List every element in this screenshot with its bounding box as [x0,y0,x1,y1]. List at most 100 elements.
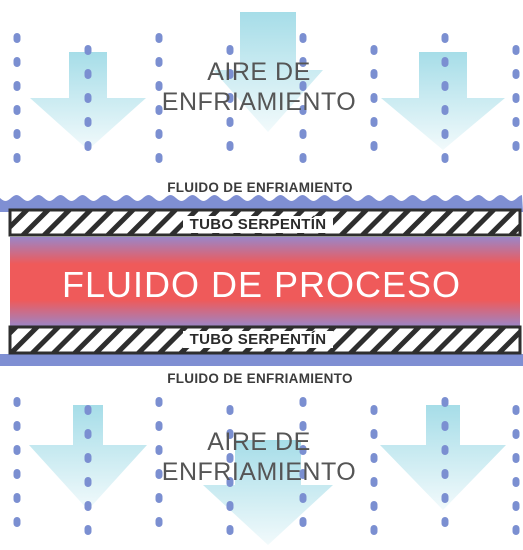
cooling-fluid-band [0,354,523,366]
air-drop [226,501,234,511]
air-drop [441,105,449,115]
process-fluid-label: FLUIDO DE PROCESO [61,264,462,305]
air-drop [512,45,520,55]
air-drop [512,477,520,487]
air-label-top-line2: ENFRIAMIENTO [161,88,357,116]
air-drop [441,493,449,503]
air-drop [155,469,163,479]
air-drop [441,469,449,479]
air-drop [155,33,163,43]
air-drop [13,397,21,407]
air-drop [441,57,449,67]
air-drop [84,429,92,439]
air-drop [13,421,21,431]
air-drop [512,429,520,439]
air-drop [13,469,21,479]
air-drop [13,129,21,139]
air-drop [226,117,234,127]
air-drop [13,153,21,163]
air-drop [226,477,234,487]
air-label-bottom-line1: AIRE DE [207,428,311,456]
air-drop [441,517,449,527]
process-fluid-band [10,237,520,327]
air-drop [155,153,163,163]
air-drops [13,33,520,535]
air-drop [512,69,520,79]
air-drop [226,453,234,463]
air-drop [299,105,307,115]
air-label-bottom: AIRE DE ENFRIAMIENTO [141,427,377,487]
air-drop [299,129,307,139]
air-drop [370,93,378,103]
air-drop [13,57,21,67]
air-drop [299,33,307,43]
air-drop [226,405,234,415]
air-drop [155,493,163,503]
air-drop [370,117,378,127]
air-drop [155,57,163,67]
cooling-fluid-label-top: FLUIDO DE ENFRIAMIENTO [167,180,353,195]
air-drop [84,117,92,127]
air-arrow [213,12,323,132]
air-drop [299,517,307,527]
air-drop [512,501,520,511]
air-drop [84,477,92,487]
air-drop [155,129,163,139]
air-drop [226,69,234,79]
air-drop [512,141,520,151]
air-drop [512,93,520,103]
tube-label-bottom: TUBO SERPENTÍN [183,331,333,348]
air-drop [13,105,21,115]
air-drop [441,33,449,43]
air-drop [84,405,92,415]
air-drop [226,45,234,55]
air-drop [370,477,378,487]
air-drop [370,453,378,463]
air-drop [370,501,378,511]
air-drop [155,421,163,431]
air-drop [226,93,234,103]
air-drop [299,153,307,163]
air-label-top: AIRE DE ENFRIAMIENTO [141,57,377,117]
air-drop [299,445,307,455]
air-drop [84,501,92,511]
tube-label-top: TUBO SERPENTÍN [183,216,333,233]
air-drop [370,69,378,79]
air-drop [299,469,307,479]
air-drop [84,453,92,463]
air-drop [13,33,21,43]
air-arrow [380,405,506,510]
air-drop [512,525,520,535]
air-drop [512,405,520,415]
cooling-fluid-label-bottom: FLUIDO DE ENFRIAMIENTO [167,371,353,386]
air-drop [370,525,378,535]
air-drop [441,129,449,139]
air-label-top-line1: AIRE DE [207,58,311,86]
air-drop [13,517,21,527]
air-drop [299,57,307,67]
air-drop [155,397,163,407]
air-drop [155,445,163,455]
air-drop [13,445,21,455]
air-drop [13,493,21,503]
air-drop [84,525,92,535]
air-drop [370,429,378,439]
air-drop [84,69,92,79]
air-drop [155,517,163,527]
air-drop [84,93,92,103]
air-arrow [203,440,333,545]
air-drop [441,81,449,91]
cooling-fluid-wave [0,195,523,212]
air-drop [155,105,163,115]
air-drop [299,397,307,407]
air-arrow [381,52,505,150]
air-drop [370,141,378,151]
air-drop [441,153,449,163]
air-drop [226,141,234,151]
air-drop [441,397,449,407]
air-drop [512,117,520,127]
air-drop [370,405,378,415]
air-drop [226,429,234,439]
air-drop [226,525,234,535]
